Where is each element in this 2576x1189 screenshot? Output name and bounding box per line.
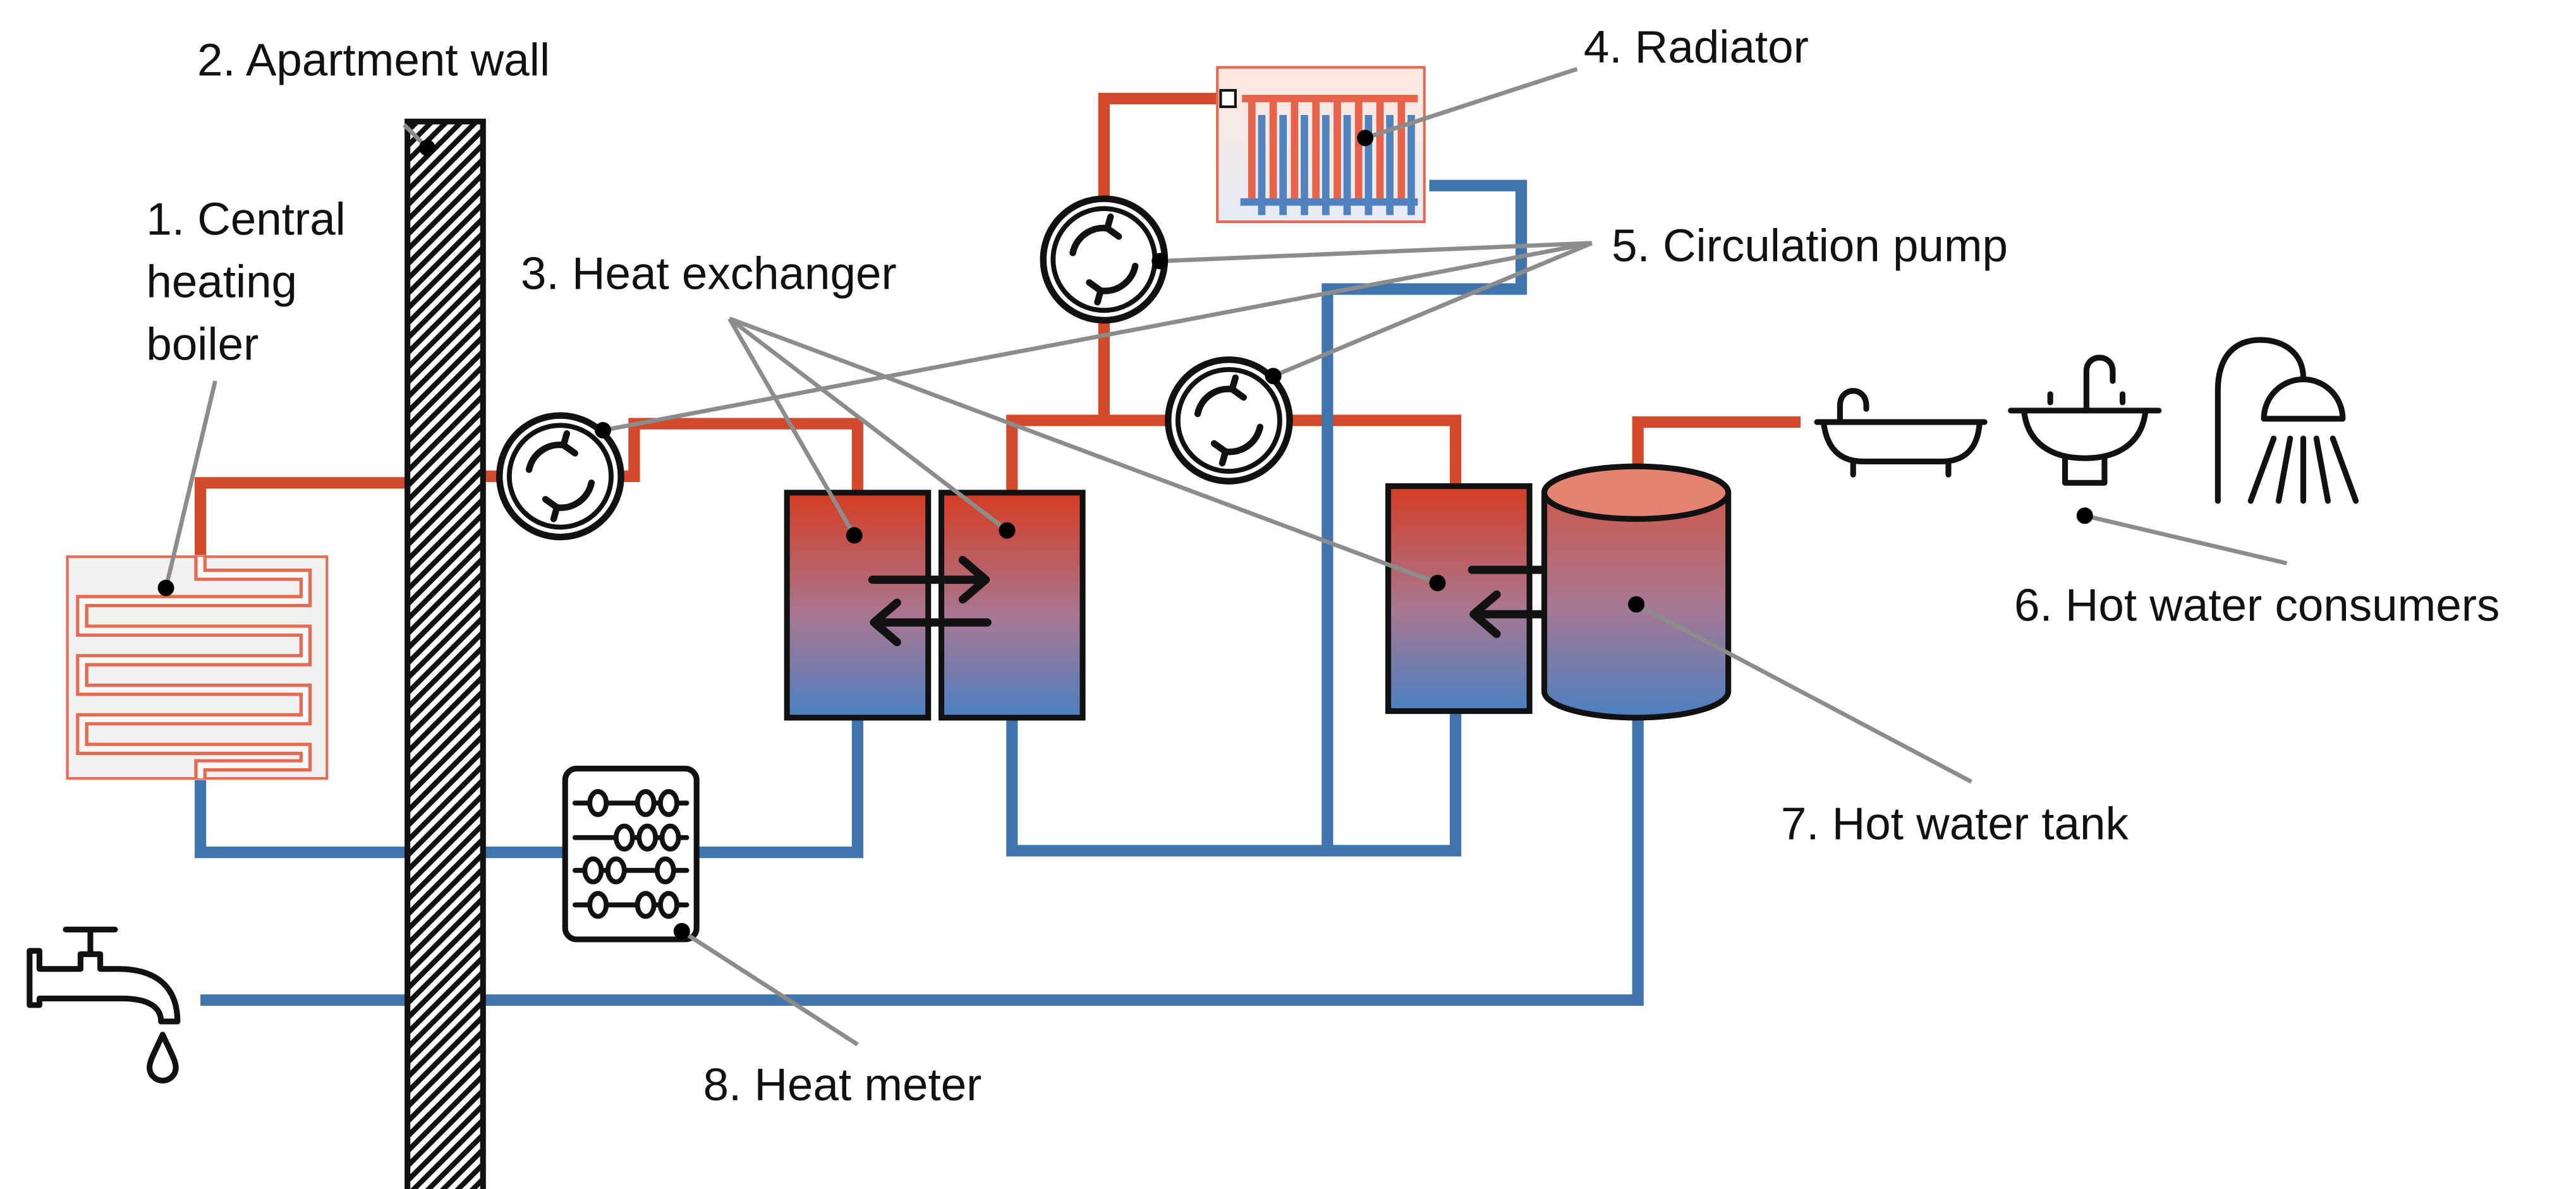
apartment-wall: [404, 118, 486, 1189]
label-boiler-line3: boiler: [146, 318, 258, 370]
leader-dots: [157, 130, 2093, 939]
label-heat-exchanger: 3. Heat exchanger: [521, 248, 897, 299]
pump-1: [496, 412, 624, 541]
label-apartment-wall: 2. Apartment wall: [197, 35, 550, 86]
heat-meter: [562, 765, 700, 943]
label-circulation-pump: 5. Circulation pump: [1612, 220, 2008, 271]
hot-water-tank: [1541, 463, 1732, 721]
pump-2: [1040, 195, 1169, 324]
leader-lines: [164, 66, 2288, 1047]
bathtub-icon: [1814, 388, 1988, 478]
pump-3: [1165, 356, 1293, 485]
heat-exchanger-left: [784, 490, 1086, 721]
label-hot-water-tank: 7. Hot water tank: [1781, 798, 2129, 849]
label-boiler-line2: heating: [146, 257, 297, 308]
label-boiler-line1: 1. Central: [146, 194, 345, 245]
central-heating-boiler: [66, 555, 329, 780]
faucet-icon: [27, 926, 181, 1083]
sink-icon: [2008, 354, 2162, 486]
shower-icon: [2215, 337, 2359, 504]
radiator: [1216, 66, 1426, 224]
label-hot-water-consumers: 6. Hot water consumers: [2014, 580, 2500, 631]
label-radiator: 4. Radiator: [1584, 21, 1809, 73]
cold-pipes: [195, 179, 1644, 1006]
label-heat-meter: 8. Heat meter: [703, 1059, 982, 1111]
